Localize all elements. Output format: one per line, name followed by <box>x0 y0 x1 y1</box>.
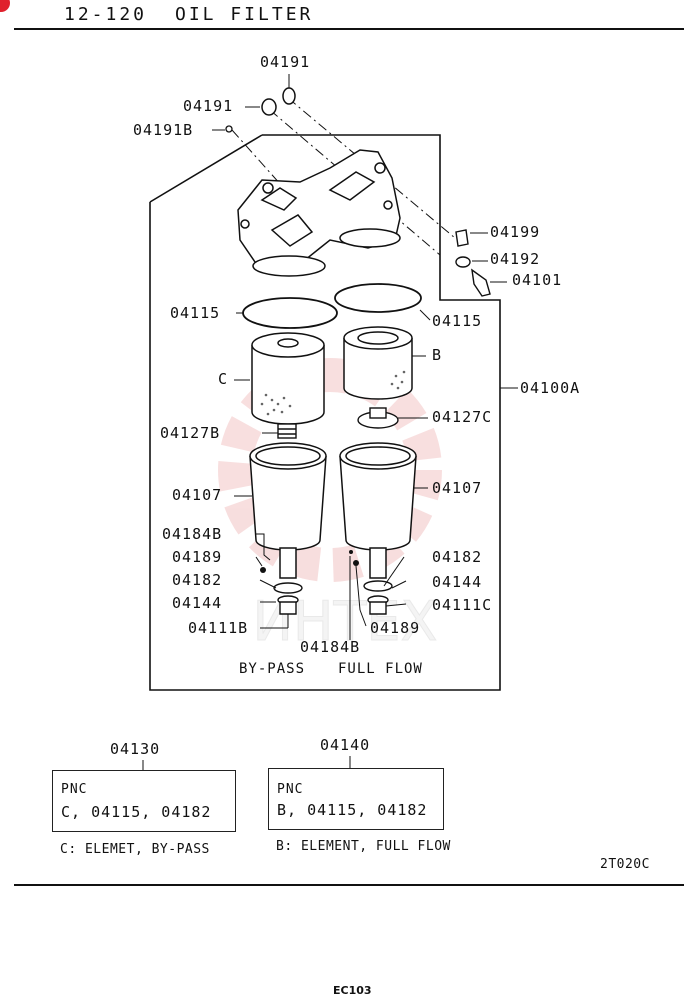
label-04191b: 04191B <box>133 121 194 139</box>
kit-note-bypass: C: ELEMET, BY-PASS <box>60 842 210 857</box>
element-b-fullflow <box>343 326 413 400</box>
label-04111c: 04111C <box>432 596 493 614</box>
caption-fullflow: FULL FLOW <box>338 661 423 677</box>
kit-box-04140: PNC B, 04115, 04182 <box>268 768 444 830</box>
label-04189-right: 04189 <box>370 619 421 637</box>
label-04199: 04199 <box>490 223 541 241</box>
kit-contents: B, 04115, 04182 <box>277 801 428 819</box>
label-04191-left: 04191 <box>183 97 234 115</box>
label-04107-right: 04107 <box>432 479 483 497</box>
label-04127b: 04127B <box>160 424 221 442</box>
label-04184b-left: 04184B <box>162 525 223 543</box>
label-element-b: B <box>432 346 443 364</box>
gasket-04115-right <box>334 283 422 313</box>
kit-contents: C, 04115, 04182 <box>61 803 212 821</box>
label-04192: 04192 <box>490 250 541 268</box>
corner-logo-mark <box>0 0 10 12</box>
o-ring-04191-left <box>261 98 277 116</box>
o-ring-04189-left <box>260 567 266 573</box>
label-04115-right: 04115 <box>432 312 483 330</box>
label-04111b: 04111B <box>188 619 249 637</box>
kit-pnc-label: PNC <box>277 782 304 797</box>
page-title: OIL FILTER <box>175 4 314 25</box>
o-ring-04191-top <box>282 87 296 105</box>
filter-case-04107-left <box>249 442 327 579</box>
label-04101: 04101 <box>512 271 563 289</box>
label-04182-left: 04182 <box>172 571 223 589</box>
element-c-bypass <box>251 332 325 425</box>
label-04182-right: 04182 <box>432 548 483 566</box>
caption-bypass: BY-PASS <box>239 661 306 677</box>
kit-pnc-label: PNC <box>61 782 88 797</box>
filter-head-bracket <box>237 149 401 277</box>
label-assembly-04100a: 04100A <box>520 379 581 397</box>
bolt-and-sensor <box>455 229 491 297</box>
o-ring-04189-right <box>353 560 359 566</box>
o-ring-04184b <box>349 550 353 554</box>
figure-code: 2T020C <box>600 857 650 872</box>
kit-number-04140: 04140 <box>320 736 371 754</box>
gasket-04115-left <box>242 297 338 329</box>
kit-note-fullflow: B: ELEMENT, FULL FLOW <box>276 839 451 854</box>
label-04144-right: 04144 <box>432 573 483 591</box>
label-04127c: 04127C <box>432 408 493 426</box>
kit-box-04130: PNC C, 04115, 04182 <box>52 770 236 832</box>
drain-bolt-left <box>273 582 303 615</box>
assembly-outline <box>149 134 501 691</box>
kit-number-04130: 04130 <box>110 740 161 758</box>
label-element-c: C <box>218 370 229 388</box>
filter-case-04107-right <box>339 442 417 579</box>
label-04189-left: 04189 <box>172 548 223 566</box>
label-04184b-center: 04184B <box>300 638 361 656</box>
page-footer-code: EC103 <box>333 984 372 997</box>
label-04107-left: 04107 <box>172 486 223 504</box>
o-ring-04191b <box>225 125 233 133</box>
label-04144-left: 04144 <box>172 594 223 612</box>
label-04191-top: 04191 <box>260 53 311 71</box>
relief-valve-04127b <box>277 423 297 439</box>
leader-lines <box>142 74 518 770</box>
relief-valve-04127c <box>357 407 399 429</box>
label-04115-left: 04115 <box>170 304 221 322</box>
section-number: 12-120 <box>64 4 148 25</box>
drain-bolt-right <box>363 580 393 615</box>
